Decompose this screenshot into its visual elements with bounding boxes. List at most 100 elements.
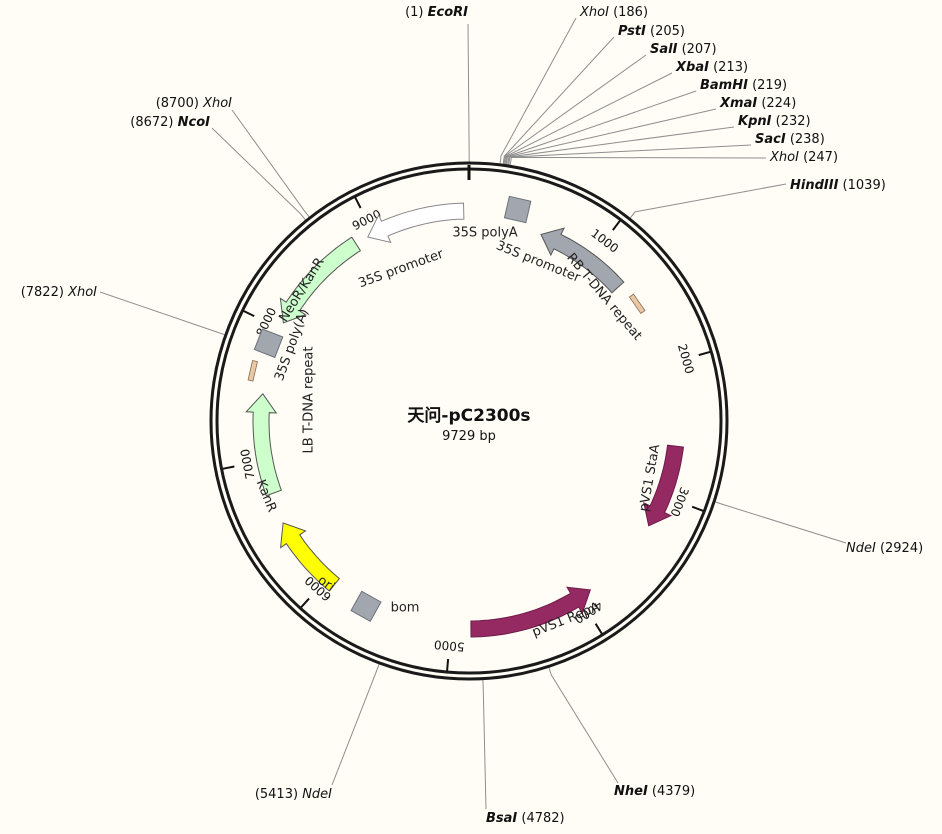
site-leader-line <box>629 183 787 219</box>
feature-label-lb-tdna-repeat: LB T-DNA repeat <box>302 347 317 454</box>
tick-mark <box>243 309 255 318</box>
site-label-xhoi-7822[interactable]: (7822) XhoI <box>21 285 97 300</box>
tick-mark <box>222 465 235 470</box>
site-leader-line <box>231 109 310 218</box>
feature-35s-polya-left[interactable] <box>253 328 284 359</box>
site-leader-line <box>331 663 380 786</box>
site-position: (207) <box>677 42 716 57</box>
site-name: NdeI <box>846 541 876 556</box>
site-name: PstI <box>618 24 646 39</box>
site-leader-line <box>503 54 647 165</box>
site-leader-line <box>505 108 717 165</box>
site-position: (1039) <box>838 178 885 193</box>
site-label-nhei[interactable]: NheI (4379) <box>614 784 695 799</box>
site-position: (8672) <box>130 115 177 130</box>
tick-mark <box>594 623 603 635</box>
site-position: (4379) <box>648 784 695 799</box>
site-name: BsaI <box>486 811 517 826</box>
site-name: XhoI <box>769 150 799 165</box>
site-leader-line <box>507 126 735 165</box>
site-label-xbai[interactable]: XbaI (213) <box>675 60 748 75</box>
site-position: (186) <box>609 5 648 20</box>
site-name: SacI <box>755 132 786 147</box>
site-leader-line <box>499 17 577 164</box>
site-leader-line <box>211 127 307 221</box>
feature-lb-tdna-repeat[interactable] <box>247 360 258 382</box>
site-label-xhoi-186[interactable]: XhoI (186) <box>579 5 648 20</box>
site-position: (8700) <box>156 96 203 111</box>
site-label-psti[interactable]: PstI (205) <box>618 24 685 39</box>
site-name: NcoI <box>178 115 211 130</box>
site-name: BamHI <box>700 78 748 93</box>
site-label-hindiii[interactable]: HindIII (1039) <box>790 178 886 193</box>
site-name: SalI <box>650 42 678 57</box>
site-name: EcoRI <box>428 5 469 20</box>
site-label-kpni[interactable]: KpnI (232) <box>738 114 811 129</box>
site-label-ncoi[interactable]: (8672) NcoI <box>130 115 210 130</box>
site-label-xmai[interactable]: XmaI (224) <box>719 96 796 111</box>
tick-mark <box>698 350 711 357</box>
feature-35s-promoter-left[interactable] <box>367 202 465 244</box>
site-position: (224) <box>757 96 796 111</box>
site-leader-line <box>508 144 752 166</box>
site-label-saci[interactable]: SacI (238) <box>755 132 825 147</box>
site-label-bamhi[interactable]: BamHI (219) <box>700 78 787 93</box>
site-label-ndei-5413[interactable]: (5413) NdeI <box>255 787 332 802</box>
site-position: (5413) <box>255 787 302 802</box>
feature-35s-promoter-right[interactable] <box>540 227 625 294</box>
site-leader-line <box>714 501 847 544</box>
site-position: (232) <box>771 114 810 129</box>
map-center: 天问-pC2300s 9729 bp <box>407 405 530 444</box>
tick-label: 5000 <box>433 637 465 654</box>
tick-mark <box>446 658 450 672</box>
feature-kanr[interactable] <box>245 393 282 497</box>
site-leader-line <box>99 291 225 336</box>
site-label-xhoi-8700[interactable]: (8700) XhoI <box>156 96 232 111</box>
map-title: 天问-pC2300s <box>407 405 530 426</box>
feature-ori[interactable] <box>279 522 341 592</box>
site-label-bsai[interactable]: BsaI (4782) <box>486 811 565 826</box>
feature-neor-kanr[interactable] <box>279 236 362 324</box>
feature-label-35s-polya: 35S polyA <box>452 226 517 241</box>
tick-label: 1000 <box>588 226 621 256</box>
site-position: (213) <box>709 60 748 75</box>
site-leader-line <box>482 679 487 810</box>
site-position: (247) <box>799 150 838 165</box>
feature-bom[interactable] <box>350 590 382 622</box>
site-position: (2924) <box>876 541 923 556</box>
site-label-ndei-2924[interactable]: NdeI (2924) <box>846 541 923 556</box>
site-name: HindIII <box>790 178 839 193</box>
tick-label: 7000 <box>238 448 258 481</box>
site-label-sali[interactable]: SalI (207) <box>650 42 717 57</box>
site-name: KpnI <box>738 114 772 129</box>
site-position: (7822) <box>21 285 68 300</box>
site-name: NdeI <box>302 787 332 802</box>
feature-pvs1-repa[interactable] <box>470 586 591 638</box>
tick-label: 2000 <box>675 342 697 375</box>
site-leader-line <box>505 90 697 165</box>
site-name: NheI <box>614 784 648 799</box>
site-leader-line <box>509 156 767 166</box>
feature-pvs1-staa[interactable] <box>643 444 684 527</box>
site-labels: (1) EcoRI XhoI (186) PstI (205) SalI (207) X… <box>21 5 924 826</box>
site-label-xhoi-247[interactable]: XhoI (247) <box>769 150 838 165</box>
feature-35s-polya[interactable] <box>503 195 532 224</box>
feature-label-bom: bom <box>391 601 420 616</box>
site-label-ecori[interactable]: (1) EcoRI <box>405 5 468 20</box>
feature-rb-tdna-repeat[interactable] <box>628 293 646 315</box>
site-leader-line <box>504 72 673 165</box>
feature-label-35s-promoter-left: 35S promoter <box>357 246 447 291</box>
tick-mark <box>691 505 704 512</box>
site-position: (4782) <box>517 811 564 826</box>
site-name: XmaI <box>719 96 757 111</box>
site-name: XhoI <box>579 5 609 20</box>
site-position: (238) <box>786 132 825 147</box>
backbone-outer-ring <box>209 161 729 681</box>
map-length: 9729 bp <box>442 429 496 444</box>
tick-mark <box>354 196 362 209</box>
site-position: (219) <box>748 78 787 93</box>
tick-mark <box>612 219 621 231</box>
tick-mark <box>300 597 310 609</box>
